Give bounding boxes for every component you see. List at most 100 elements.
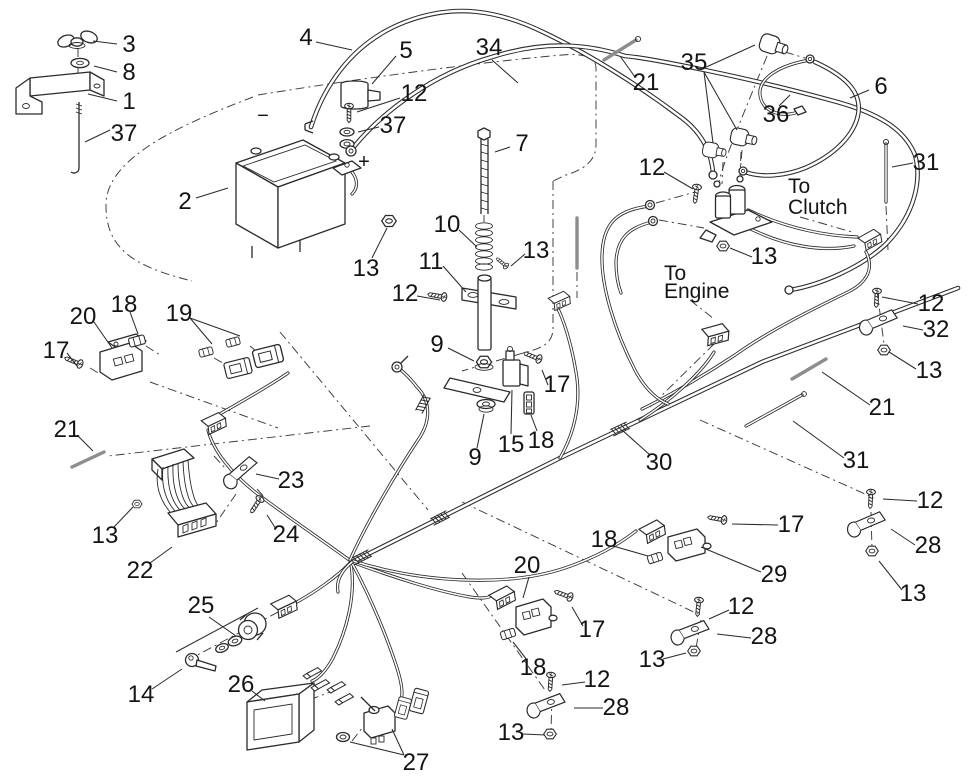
callout-12: 12 [401,80,428,107]
solenoid-stud [736,175,744,183]
leader-line [729,247,753,258]
leader-line [458,229,478,248]
leader-line [476,413,485,449]
callout-24: 24 [273,521,300,548]
holddown-rod-37 [70,102,83,174]
battery-right-face [277,162,346,249]
flange-nut-9 [475,355,493,369]
leader-line [708,609,730,620]
leader-line [391,728,405,756]
to-clutch-label: To [788,175,810,198]
leader-line [530,414,538,432]
key-14 [184,652,217,672]
leader-line [208,616,237,637]
leader-line [189,317,241,337]
battery-group [235,80,397,258]
callout-17: 17 [579,616,606,643]
callout-9: 9 [468,444,481,471]
battery-holddown-group [15,30,105,174]
leader-line [878,560,903,591]
connector-29-group [637,512,728,565]
leader-line [255,473,280,480]
callout-34: 34 [476,34,503,61]
rod-31 [745,394,803,427]
right-side-parts [70,35,900,740]
leader-line [778,94,791,107]
leader-line [491,59,519,84]
callout-28: 28 [603,694,630,721]
callout-28: 28 [915,532,942,559]
callout-13: 13 [916,357,943,384]
fork-terminal [304,120,314,134]
nut-13 [716,240,730,252]
leader-line [93,321,113,349]
to-clutch-label: Clutch [788,196,848,219]
to-engine-label: Engine [664,280,729,303]
battery-cable-4 [309,9,715,174]
nut-13 [687,645,701,657]
fuse-relay-group [62,333,285,516]
bracket-line-25 [175,607,259,653]
leader-line [266,514,277,530]
leader-line [731,523,779,526]
toggle-switch-group [335,687,430,745]
callout-37: 37 [111,120,138,147]
callout-12: 12 [584,666,611,693]
clutch-wire-2 [740,223,855,250]
harness-branch-switch-27 [351,562,403,700]
ring-terminal [345,145,357,157]
harness-branch-ground [349,367,429,561]
leader-line [113,506,134,528]
callout-10: 10 [434,211,461,238]
switch-holder [408,687,430,715]
engine-wire [639,351,715,421]
leader-line [703,71,738,131]
leader-line [84,129,111,143]
leader-line [612,545,649,557]
callout-13: 13 [523,237,550,264]
callout-31: 31 [843,447,870,474]
leader-line [357,126,380,133]
washer-8 [70,57,90,69]
leader-line [891,162,914,168]
battery-post-negative [250,147,262,155]
callout-13: 13 [498,719,525,746]
terminal-boot-5 [340,80,381,110]
callout-13: 13 [92,522,119,549]
cable-clamp-32 [856,308,900,337]
leader-line [849,89,870,99]
connector-20-bottom-group [487,584,575,641]
callout-11: 11 [419,248,444,275]
hour-meter-face [246,693,300,751]
nut-13 [335,731,351,743]
cotter-pin-21 [602,38,638,62]
callout-30: 30 [646,449,673,476]
ring-terminal [784,285,794,295]
cotter-pin-21 [790,357,828,381]
leader-line [792,420,845,459]
leader-line [821,371,871,406]
harness-branch-hour-meter [311,563,354,682]
leader-line [189,317,213,345]
callout-37: 37 [380,112,407,139]
leader-line [92,40,118,45]
callout-2: 2 [178,188,191,215]
leader-line [621,429,651,456]
leader-line [66,352,78,367]
leader-line [195,187,229,199]
leader-line [700,546,762,573]
interlock-switch-15 [502,346,529,387]
leader-line [619,55,636,78]
leader-line [349,741,405,756]
switch-bracket-29 [667,528,712,562]
harness-branch-fuse-block [207,429,353,563]
harness-branch-connector-29 [352,530,637,581]
callout-17: 17 [43,337,70,364]
ignition-connector [269,594,299,620]
callout-13: 13 [751,243,778,270]
callout-18: 18 [528,427,555,454]
screw-17 [552,586,575,603]
ring-terminal [738,166,748,176]
battery-terminal-stub [351,171,358,195]
